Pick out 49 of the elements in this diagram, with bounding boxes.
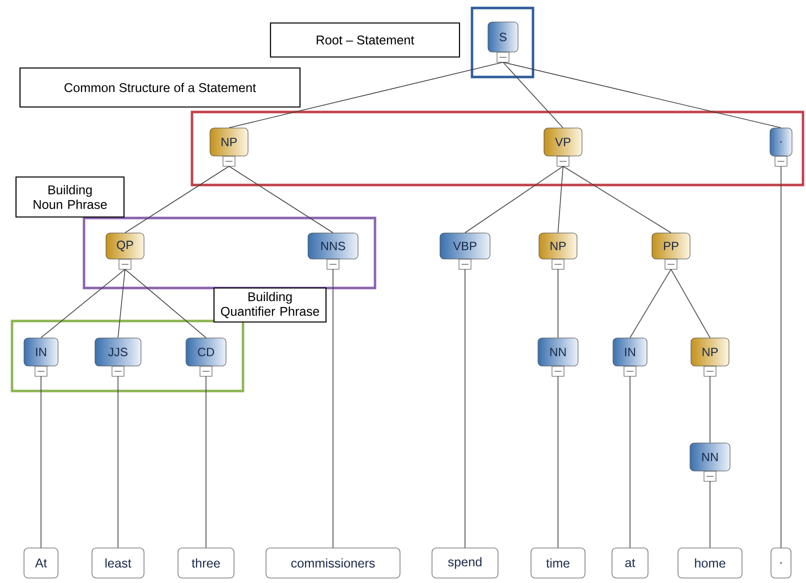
note-box: Building Noun Phrase [15, 176, 125, 218]
tag-node: IN [612, 338, 648, 377]
tree-line [464, 166, 564, 234]
tag-node: CD [186, 338, 226, 377]
tree-line [332, 268, 334, 548]
group-frame [470, 6, 534, 78]
group-frame [82, 216, 376, 290]
tag-node: NNS [308, 232, 358, 270]
tree-line [40, 376, 42, 548]
tree-line [780, 166, 782, 548]
word-box: spend [432, 548, 498, 578]
word-box: commissioners [266, 548, 400, 578]
phrase-node: PP [652, 232, 690, 270]
tag-node: S [488, 22, 518, 63]
tree-line [502, 62, 564, 128]
tag-node: IN [24, 338, 58, 377]
word-box: home [678, 548, 742, 578]
tag-node: NN [538, 338, 578, 377]
phrase-node: QP [106, 232, 144, 270]
word-box: least [92, 548, 144, 578]
tree-line [558, 166, 564, 234]
tag-node: NN [690, 442, 730, 482]
phrase-node: NP [538, 232, 578, 270]
tree-line [502, 62, 782, 128]
tree-line [630, 268, 672, 338]
tree-line [118, 268, 126, 338]
tree-line [562, 166, 672, 234]
word-box: at [612, 548, 648, 578]
group-frame [190, 110, 804, 186]
note-box: Building Quantifier Phrase [213, 287, 327, 323]
tree-line [670, 268, 710, 338]
phrase-node: NP [210, 128, 248, 167]
tree-line [228, 166, 334, 234]
word-box: three [178, 548, 234, 578]
phrase-node: NP [690, 338, 730, 377]
tag-node: JJS [94, 338, 142, 377]
note-box: Root – Statement [270, 22, 460, 58]
word-box: time [530, 548, 586, 578]
word-box: At [24, 548, 58, 578]
note-box: Common Structure of a Statement [19, 67, 301, 108]
tree-line [124, 268, 206, 338]
tree-line [124, 166, 230, 234]
tree-line [228, 62, 504, 128]
tag-node: . [770, 128, 792, 167]
word-box: . [770, 548, 792, 578]
tag-node: VBP [440, 232, 490, 270]
group-frame [10, 320, 244, 392]
phrase-node: VP [544, 128, 582, 167]
tree-line [464, 268, 466, 548]
